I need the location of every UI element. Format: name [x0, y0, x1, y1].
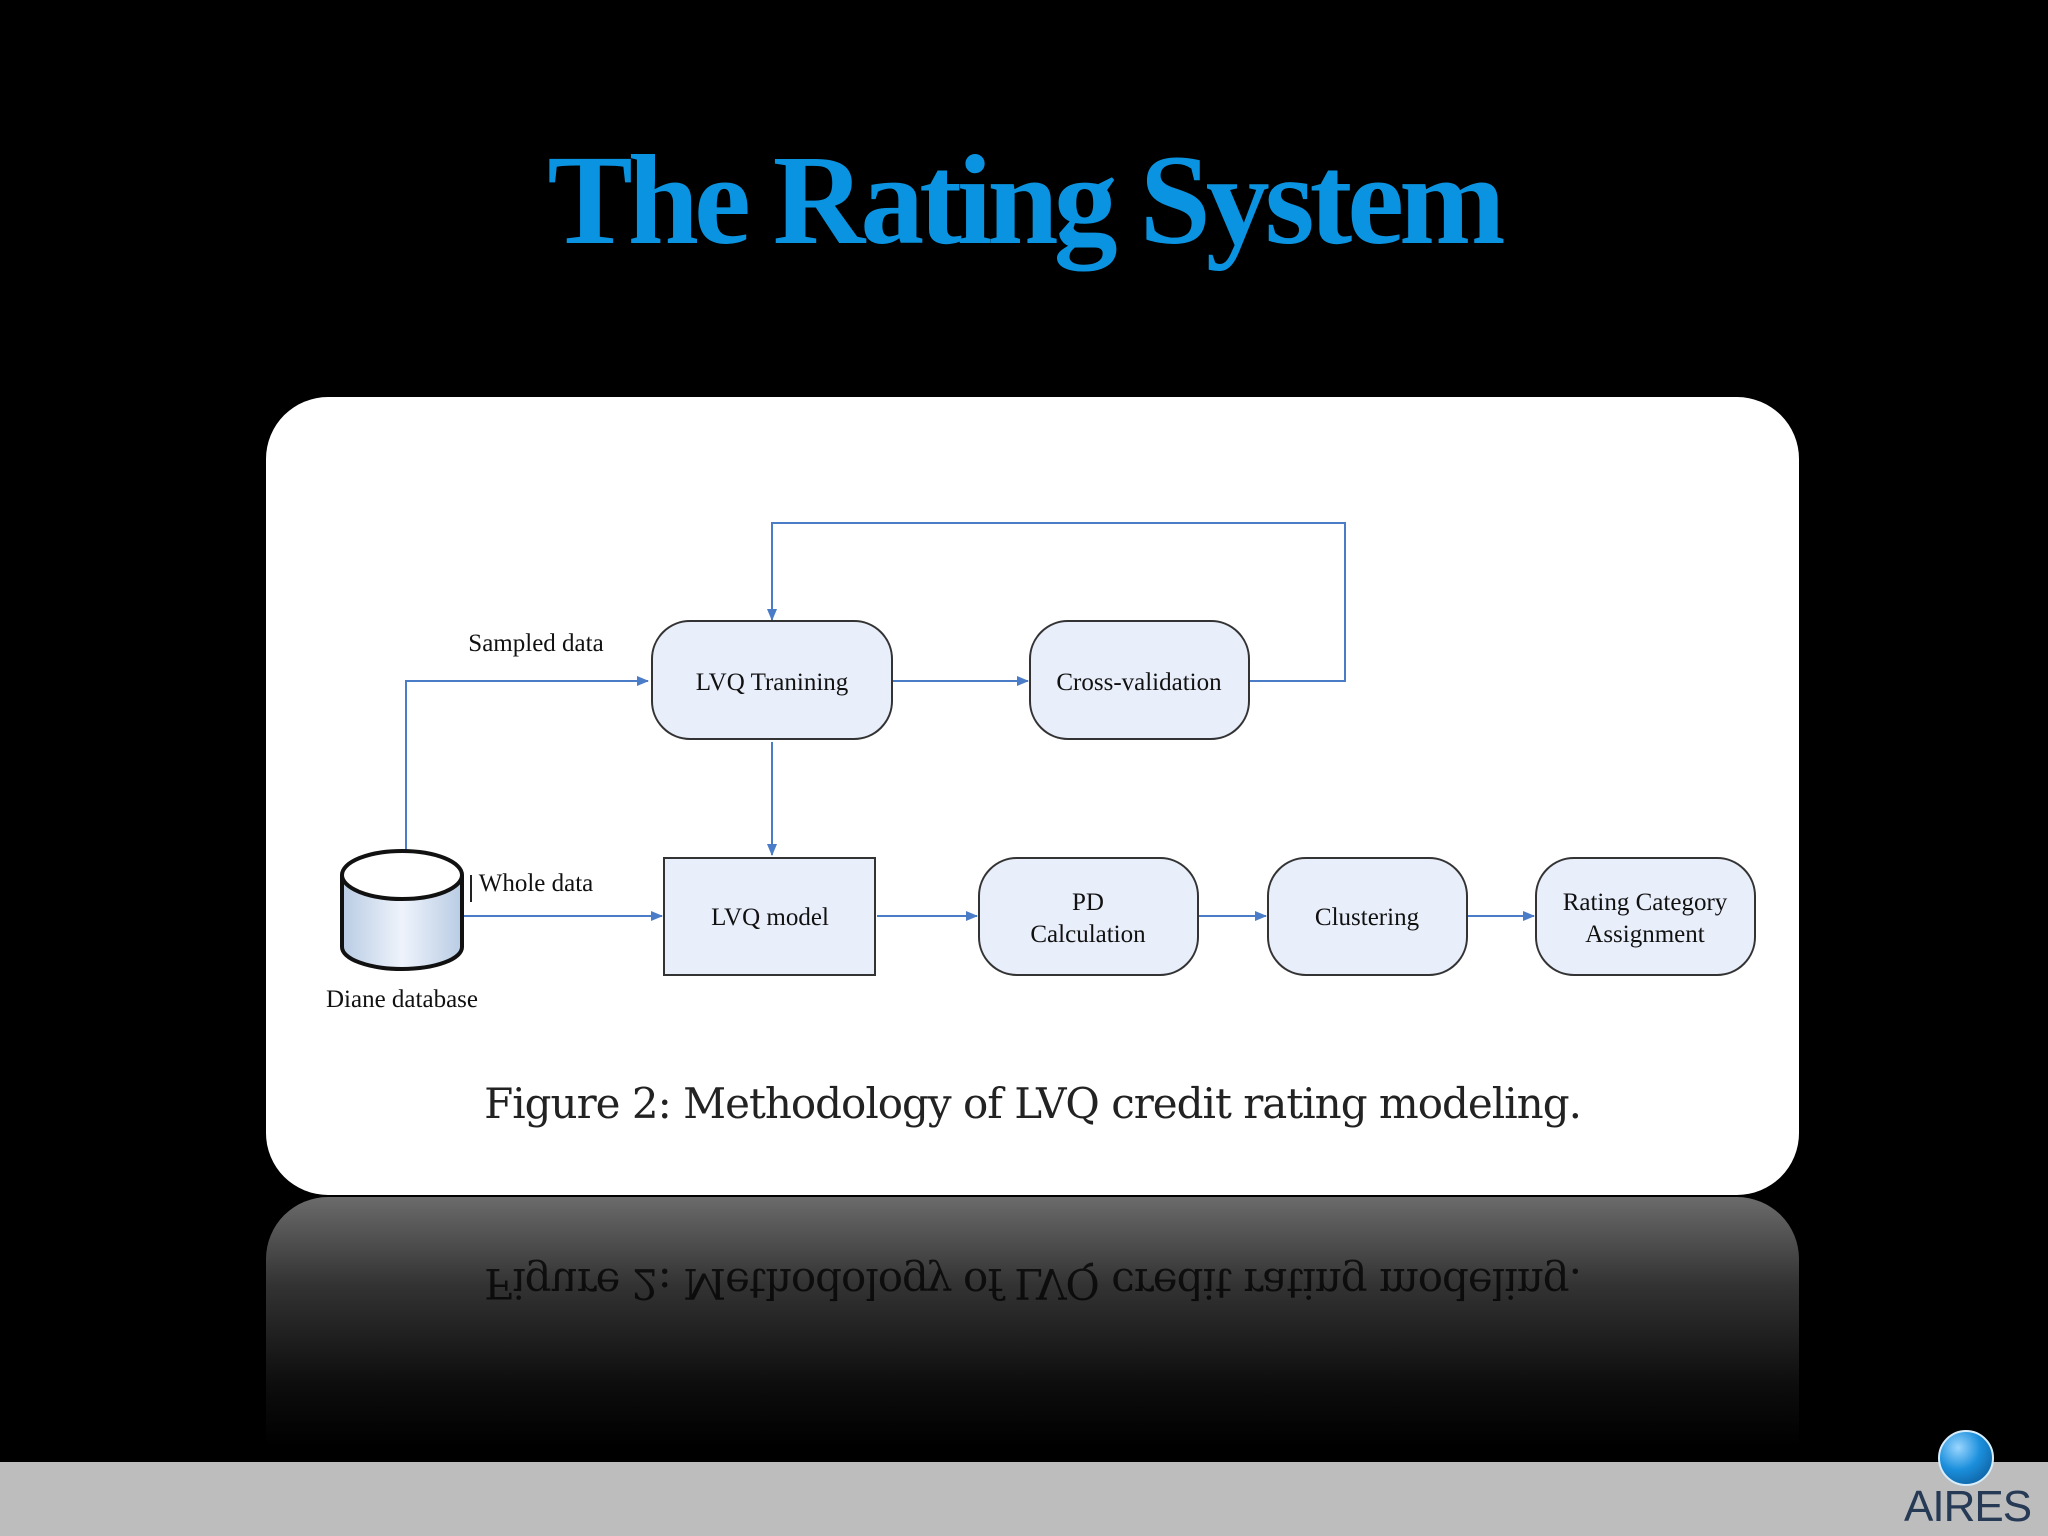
- card-reflection: Figure 2: Methodology of LVQ credit rati…: [266, 1197, 1799, 1447]
- footer-bar: [0, 1462, 2048, 1536]
- reflected-caption: Figure 2: Methodology of LVQ credit rati…: [484, 1259, 1581, 1308]
- node-lvq-model: [663, 857, 876, 976]
- label-rating-line1: Rating Category: [1563, 889, 1728, 916]
- label-clustering: Clustering: [1315, 904, 1420, 931]
- diane-database-icon: [340, 849, 464, 971]
- edge-crossval-feedback: [767, 522, 1346, 682]
- label-diane-database: Diane database: [326, 986, 478, 1013]
- globe-icon: [1938, 1430, 1994, 1486]
- label-lvq-model: LVQ model: [711, 904, 829, 931]
- slide-title: The Rating System: [547, 129, 1505, 271]
- node-clustering: [1267, 857, 1468, 976]
- methodology-diagram: LVQ Tranining Cross-validation LVQ model…: [326, 522, 1756, 1013]
- label-pd-line2: Calculation: [1030, 921, 1146, 948]
- node-rating-category: [1535, 857, 1756, 976]
- label-rating-line2: Assignment: [1585, 921, 1705, 948]
- aires-logo: AIRES: [1904, 1430, 2032, 1536]
- label-lvq-training: LVQ Tranining: [696, 669, 849, 696]
- logo-text: AIRES: [1904, 1482, 2032, 1531]
- figure-caption: Figure 2: Methodology of LVQ credit rati…: [484, 1079, 1582, 1128]
- label-pd-line1: PD: [1072, 889, 1104, 916]
- edge-sampled-data: [405, 676, 649, 852]
- node-pd-calculation: [978, 857, 1199, 976]
- label-cross-validation: Cross-validation: [1056, 669, 1222, 696]
- node-lvq-training: [651, 620, 893, 740]
- label-whole-data: Whole data: [479, 870, 594, 897]
- node-cross-validation: [1029, 620, 1250, 740]
- figure-card: LVQ Tranining Cross-validation LVQ model…: [266, 397, 1799, 1195]
- label-sampled-data: Sampled data: [468, 630, 603, 657]
